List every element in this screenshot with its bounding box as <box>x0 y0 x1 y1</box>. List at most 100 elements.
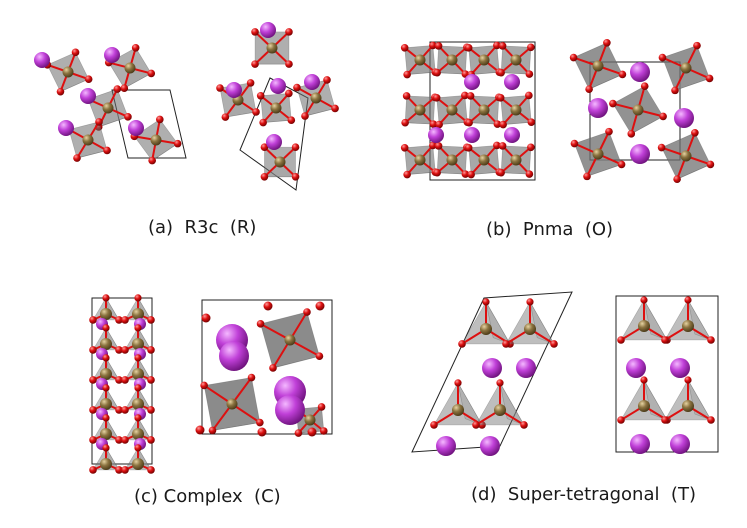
oxygen-atom <box>497 168 505 177</box>
oxygen-atom <box>684 376 692 384</box>
metal-atom <box>274 156 286 168</box>
large-cation-atom <box>630 144 650 164</box>
oxygen-atom <box>121 346 129 354</box>
oxygen-atom <box>115 346 123 354</box>
metal-atom <box>446 154 458 166</box>
large-cation-atom <box>266 134 282 150</box>
large-cation-atom <box>436 436 456 456</box>
metal-atom <box>478 104 490 116</box>
large-cation-atom <box>626 358 646 378</box>
polyhedron-face <box>643 379 668 421</box>
oxygen-atom <box>113 85 122 93</box>
oxygen-atom <box>115 406 123 414</box>
oxygen-atom <box>497 68 505 77</box>
oxygen-atom <box>331 104 339 113</box>
oxygen-atom <box>263 301 273 311</box>
oxygen-atom <box>498 42 507 50</box>
unit-cell-outline <box>111 89 187 159</box>
metal-atom <box>414 104 426 116</box>
oxygen-atom <box>671 86 679 95</box>
metal-atom <box>638 320 650 332</box>
oxygen-atom <box>147 69 156 78</box>
oxygen-atom <box>454 379 462 387</box>
large-cation-atom <box>226 82 242 98</box>
oxygen-atom <box>216 84 224 92</box>
oxygen-atom <box>291 143 300 152</box>
oxygen-atom <box>684 296 692 304</box>
metal-atom <box>100 308 112 320</box>
metal-atom <box>452 404 464 416</box>
oxygen-atom <box>134 354 142 362</box>
large-cation-atom <box>670 434 690 454</box>
oxygen-atom <box>706 160 715 169</box>
oxygen-atom <box>121 406 129 414</box>
metal-atom <box>100 458 112 470</box>
oxygen-atom <box>430 421 438 429</box>
oxygen-atom <box>120 84 129 92</box>
oxygen-atom <box>691 128 699 137</box>
oxygen-atom <box>285 28 293 36</box>
oxygen-atom <box>257 427 267 437</box>
large-cation-atom <box>504 74 520 90</box>
caption-pnma: (b) Pnma (O) <box>486 219 614 240</box>
oxygen-atom <box>221 113 230 121</box>
large-cation-atom <box>516 358 536 378</box>
metal-atom <box>102 102 114 114</box>
oxygen-atom <box>493 41 501 50</box>
polyhedron-face <box>529 301 555 345</box>
oxygen-atom <box>550 340 558 348</box>
metal-atom <box>100 338 112 350</box>
oxygen-atom <box>251 28 259 36</box>
oxygen-atom <box>583 172 591 181</box>
oxygen-atom <box>291 172 300 181</box>
oxygen-atom <box>134 444 142 452</box>
large-cation-atom <box>128 120 144 136</box>
oxygen-atom <box>467 170 475 179</box>
metal-atom <box>510 104 522 116</box>
metal-atom <box>682 320 694 332</box>
oxygen-atom <box>496 93 505 102</box>
caption-complex: (c) Complex (C) <box>134 486 281 507</box>
oxygen-atom <box>499 120 507 129</box>
oxygen-atom <box>115 466 123 474</box>
metal-atom <box>82 134 94 146</box>
oxygen-atom <box>102 324 110 332</box>
large-cation-atom <box>482 358 502 378</box>
oxygen-atom <box>148 156 156 165</box>
oxygen-atom <box>693 41 701 50</box>
oxygen-atom <box>208 426 217 435</box>
oxygen-atom <box>498 142 507 150</box>
large-cation-atom <box>34 52 50 68</box>
oxygen-atom <box>433 168 441 177</box>
oxygen-atom <box>433 68 441 77</box>
oxygen-atom <box>294 429 303 437</box>
oxygen-atom <box>315 352 324 360</box>
oxygen-atom <box>617 416 625 424</box>
metal-atom <box>284 334 296 346</box>
oxygen-atom <box>260 143 269 152</box>
metal-atom <box>524 323 536 335</box>
oxygen-atom <box>657 143 666 152</box>
oxygen-atom <box>496 379 504 387</box>
metal-atom <box>682 400 694 412</box>
metal-atom <box>480 323 492 335</box>
metal-atom <box>226 398 238 410</box>
oxygen-atom <box>247 373 256 382</box>
oxygen-atom <box>525 170 534 178</box>
oxygen-atom <box>435 120 443 129</box>
metal-atom <box>478 54 490 66</box>
metal-atom <box>270 102 282 114</box>
oxygen-atom <box>569 53 578 62</box>
metal-atom <box>510 154 522 166</box>
oxygen-atom <box>461 170 470 178</box>
oxygen-atom <box>256 418 264 427</box>
metal-atom <box>124 62 136 74</box>
oxygen-atom <box>319 427 328 435</box>
metal-atom <box>100 398 112 410</box>
oxygen-atom <box>124 113 132 121</box>
oxygen-atom <box>482 298 490 306</box>
large-cation-atom <box>630 62 650 82</box>
large-cation-atom <box>304 74 320 90</box>
oxygen-atom <box>201 313 211 323</box>
oxygen-atom <box>147 466 155 474</box>
